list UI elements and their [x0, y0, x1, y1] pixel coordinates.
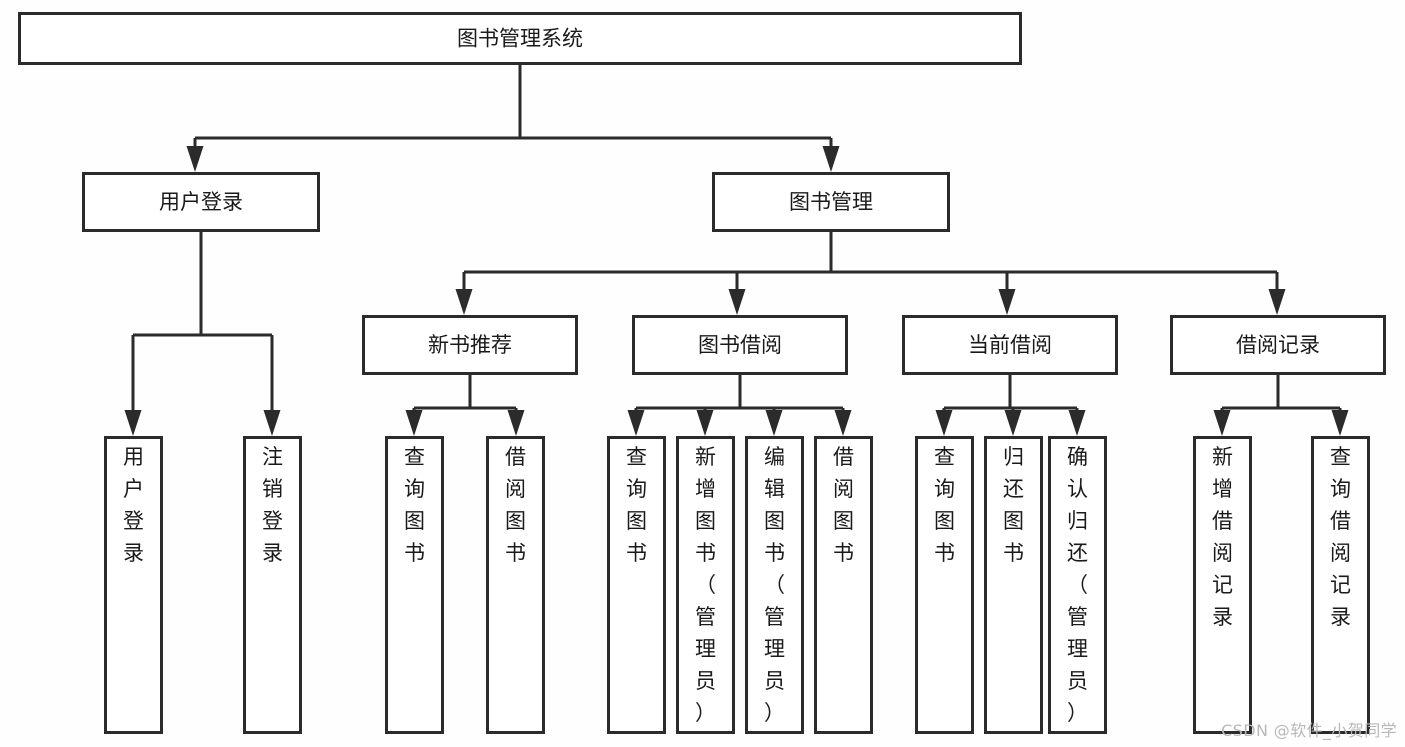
node-label-l3_1: 图书借阅 — [698, 333, 782, 357]
node-label-l3_0: 新书推荐 — [428, 333, 512, 357]
node-label-leaf_11: 新增借阅记录 — [1212, 445, 1233, 629]
node-leaf_1[interactable]: 注销登录 — [243, 436, 302, 734]
arrow-head-icon — [998, 289, 1016, 315]
node-leaf_9[interactable]: 归还图书 — [984, 436, 1043, 734]
arrow-head-icon — [455, 289, 473, 315]
node-leaf_7[interactable]: 借阅图书 — [814, 436, 873, 734]
node-leaf_12[interactable]: 查询借阅记录 — [1311, 436, 1370, 734]
node-label-leaf_0: 用户登录 — [123, 445, 144, 565]
connector-user-login-to-leaves — [124, 232, 281, 436]
node-label-leaf_1: 注销登录 — [262, 445, 283, 565]
node-box-leaf_8 — [915, 436, 974, 734]
node-label-leaf_9: 归还图书 — [1003, 445, 1024, 565]
node-label-leaf_10: 确认归还（管理员） — [1067, 445, 1088, 725]
arrow-head-icon — [186, 146, 204, 172]
node-box-l3_1 — [632, 315, 848, 375]
node-box-leaf_2 — [385, 436, 444, 734]
node-label-l2_0: 用户登录 — [159, 190, 243, 214]
node-leaf_10[interactable]: 确认归还（管理员） — [1048, 436, 1107, 734]
node-leaf_4[interactable]: 查询图书 — [607, 436, 666, 734]
node-layer: 图书管理系统用户登录图书管理新书推荐图书借阅当前借阅借阅记录用户登录注销登录查询… — [18, 12, 1386, 734]
node-label-l3_3: 借阅记录 — [1236, 333, 1320, 357]
node-box-leaf_7 — [814, 436, 873, 734]
connector-layer — [124, 65, 1349, 436]
node-label-leaf_6: 编辑图书（管理员） — [764, 445, 785, 725]
connector-borrow-record-to-leaves — [1213, 375, 1349, 436]
node-label-leaf_3: 借阅图书 — [505, 445, 526, 565]
node-label-l2_1: 图书管理 — [789, 190, 873, 214]
node-l3_1[interactable]: 图书借阅 — [632, 315, 848, 375]
node-box-leaf_3 — [486, 436, 545, 734]
node-l3_0[interactable]: 新书推荐 — [362, 315, 578, 375]
arrow-head-icon — [765, 410, 783, 436]
node-box-leaf_11 — [1193, 436, 1252, 734]
arrow-head-icon — [1268, 289, 1286, 315]
node-label-leaf_8: 查询图书 — [934, 445, 955, 565]
arrow-head-icon — [263, 410, 281, 436]
node-leaf_5[interactable]: 新增图书（管理员） — [676, 436, 735, 734]
arrow-head-icon — [627, 410, 645, 436]
arrow-head-icon — [728, 289, 746, 315]
node-leaf_0[interactable]: 用户登录 — [104, 436, 163, 734]
arrow-head-icon — [1331, 410, 1349, 436]
node-box-l3_2 — [902, 315, 1118, 375]
node-label-leaf_12: 查询借阅记录 — [1330, 445, 1351, 629]
node-root[interactable]: 图书管理系统 — [18, 12, 1022, 65]
arrow-head-icon — [822, 146, 840, 172]
node-box-leaf_6 — [745, 436, 804, 734]
node-box-l2_0 — [82, 172, 320, 232]
connector-new-book-rec-to-leaves — [405, 375, 525, 436]
arrow-head-icon — [405, 410, 423, 436]
node-box-leaf_0 — [104, 436, 163, 734]
connector-book-borrow-to-leaves — [627, 375, 852, 436]
node-box-leaf_4 — [607, 436, 666, 734]
node-label-l3_2: 当前借阅 — [968, 333, 1052, 357]
node-box-l3_3 — [1170, 315, 1386, 375]
node-label-leaf_7: 借阅图书 — [833, 445, 854, 565]
node-l3_3[interactable]: 借阅记录 — [1170, 315, 1386, 375]
node-l2_1[interactable]: 图书管理 — [712, 172, 950, 232]
arrow-head-icon — [1213, 410, 1231, 436]
connector-book-mgmt-to-level3 — [455, 232, 1286, 315]
arrow-head-icon — [696, 410, 714, 436]
connector-root-to-level2 — [186, 65, 840, 172]
node-box-leaf_5 — [676, 436, 735, 734]
node-box-root — [18, 12, 1022, 65]
arrow-head-icon — [1004, 410, 1022, 436]
node-box-leaf_9 — [984, 436, 1043, 734]
node-box-l3_0 — [362, 315, 578, 375]
node-box-leaf_1 — [243, 436, 302, 734]
node-box-l2_1 — [712, 172, 950, 232]
node-leaf_8[interactable]: 查询图书 — [915, 436, 974, 734]
node-box-leaf_12 — [1311, 436, 1370, 734]
node-box-leaf_10 — [1048, 436, 1107, 734]
node-leaf_2[interactable]: 查询图书 — [385, 436, 444, 734]
connector-current-borrow-to-leaves — [935, 375, 1086, 436]
arrow-head-icon — [935, 410, 953, 436]
node-label-leaf_2: 查询图书 — [404, 445, 425, 565]
node-label-root: 图书管理系统 — [457, 27, 583, 51]
node-l2_0[interactable]: 用户登录 — [82, 172, 320, 232]
node-label-leaf_5: 新增图书（管理员） — [695, 445, 716, 725]
node-l3_2[interactable]: 当前借阅 — [902, 315, 1118, 375]
node-label-leaf_4: 查询图书 — [626, 445, 647, 565]
arrow-head-icon — [1068, 410, 1086, 436]
arrow-head-icon — [507, 410, 525, 436]
watermark-label: CSDN @软件_小贺同学 — [1221, 721, 1397, 740]
node-leaf_11[interactable]: 新增借阅记录 — [1193, 436, 1252, 734]
arrow-head-icon — [834, 410, 852, 436]
node-leaf_6[interactable]: 编辑图书（管理员） — [745, 436, 804, 734]
arrow-head-icon — [124, 410, 142, 436]
node-leaf_3[interactable]: 借阅图书 — [486, 436, 545, 734]
